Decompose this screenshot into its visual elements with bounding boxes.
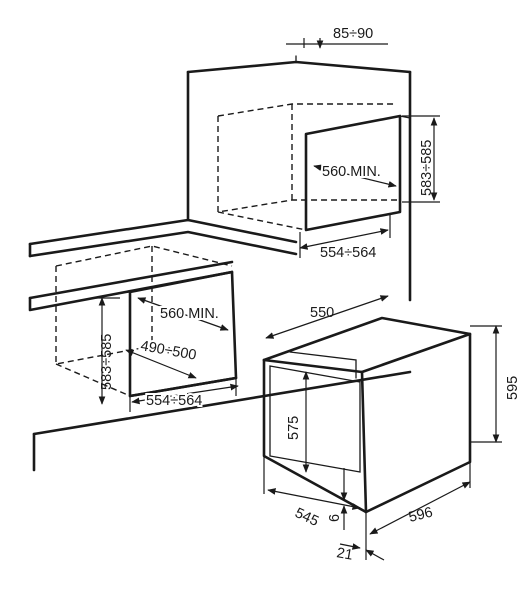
label-oven-width: 596 bbox=[407, 505, 434, 526]
label-front-offset: 21 bbox=[335, 545, 354, 564]
base-cabinet bbox=[32, 370, 412, 472]
label-upper-height: 583÷585 bbox=[419, 140, 435, 196]
label-front-height: 575 bbox=[286, 416, 302, 440]
label-upper-width: 554÷564 bbox=[320, 245, 376, 261]
label-front-width: 545 bbox=[292, 505, 321, 530]
label-lower-height: 583÷585 bbox=[99, 334, 115, 390]
label-oven-depth: 550 bbox=[310, 305, 334, 321]
dimension-lines bbox=[96, 38, 502, 561]
worktop bbox=[28, 218, 298, 312]
oven-body bbox=[262, 316, 472, 514]
label-oven-height: 595 bbox=[505, 376, 521, 400]
label-lower-inner: 490÷500 bbox=[139, 338, 197, 364]
label-lower-width: 554÷564 bbox=[146, 393, 202, 409]
label-gap: 6 bbox=[327, 514, 343, 522]
label-lower-depth-min: 560 MIN. bbox=[160, 306, 219, 322]
upper-niche bbox=[217, 103, 411, 232]
label-top-depth: 85÷90 bbox=[333, 26, 373, 42]
column-cabinet bbox=[186, 55, 412, 302]
label-upper-depth-min: 560 MIN. bbox=[322, 164, 381, 180]
